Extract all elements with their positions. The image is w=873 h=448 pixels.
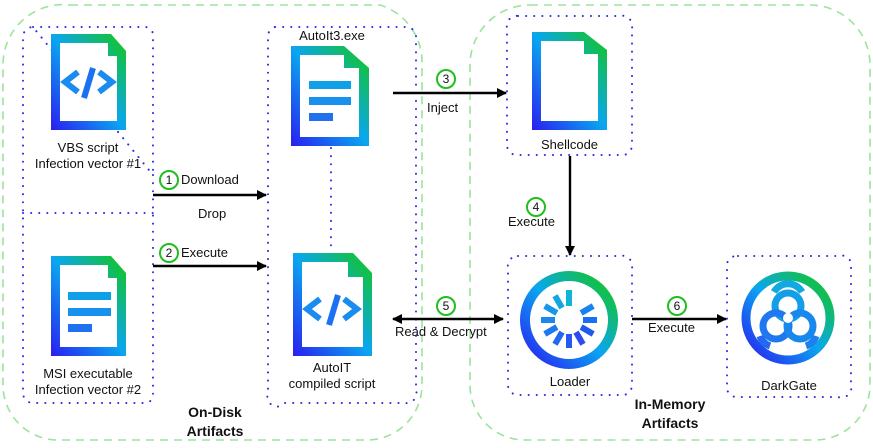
spinner-tick [579,324,595,337]
node-darkgate-label: DarkGate [761,378,817,393]
node-vbs-line2: Infection vector #1 [34,156,142,171]
group-on-disk-line1: On-Disk [188,404,242,420]
step-badge-4: 4 [526,197,546,217]
document-file-icon [291,46,369,146]
node-shellcode-label: Shellcode [540,137,599,152]
group-in-memory-border [469,4,871,441]
node-vbs-line1: VBS script [57,140,119,155]
node-box-autoit [266,25,418,408]
step-badge-1: 1 [159,170,179,190]
group-in-memory-label: In-Memory Artifacts [615,395,725,433]
loading-spinner-icon [520,271,618,369]
edge-6-label: Execute [648,320,695,335]
node-autoit-script-line1: AutoIT [312,360,352,375]
node-box-loader [506,254,634,397]
node-autoit-script-label: AutoIT compiled script [268,360,396,392]
node-vbs-label: VBS script Infection vector #1 [23,140,153,172]
edge-3-label: Inject [427,100,459,115]
node-autoit-script-line2: compiled script [288,376,376,391]
spinner-tick [579,303,595,316]
node-autoit-exe-title: AutoIt3.exe [299,28,365,43]
group-on-disk-label: On-Disk Artifacts [160,403,270,441]
document-file-icon [51,256,126,356]
spinner-tick [543,324,559,337]
group-in-memory-line1: In-Memory [634,396,706,412]
group-on-disk-line2: Artifacts [186,423,244,439]
node-loader-label: Loader [549,374,591,389]
group-in-memory-line2: Artifacts [641,415,699,431]
edge-5-label: Read & Decrypt [395,324,487,339]
edge-1-label: Download [181,172,239,187]
blank-file-icon [532,32,607,130]
edge-1-sublabel: Drop [198,206,227,221]
node-msi-line2: Infection vector #2 [34,382,142,397]
code-file-icon [51,34,126,130]
step-badge-3: 3 [436,69,456,89]
spinner-tick [552,330,565,346]
step-badge-6: 6 [667,296,687,316]
step-badge-2: 2 [159,243,179,263]
edge-2-label: Execute [181,245,228,260]
spinner-tick [552,294,565,310]
spinner-tick [573,330,586,346]
spinner-tick [543,303,559,316]
node-msi-label: MSI executable Infection vector #2 [20,366,156,398]
node-msi-line1: MSI executable [43,366,133,381]
code-file-icon [293,253,372,356]
group-on-disk-border [2,3,423,441]
node-box-darkgate [725,254,853,399]
step-badge-5: 5 [436,296,456,316]
biohazard-icon [741,271,835,365]
edge-4-label: Execute [508,214,555,229]
